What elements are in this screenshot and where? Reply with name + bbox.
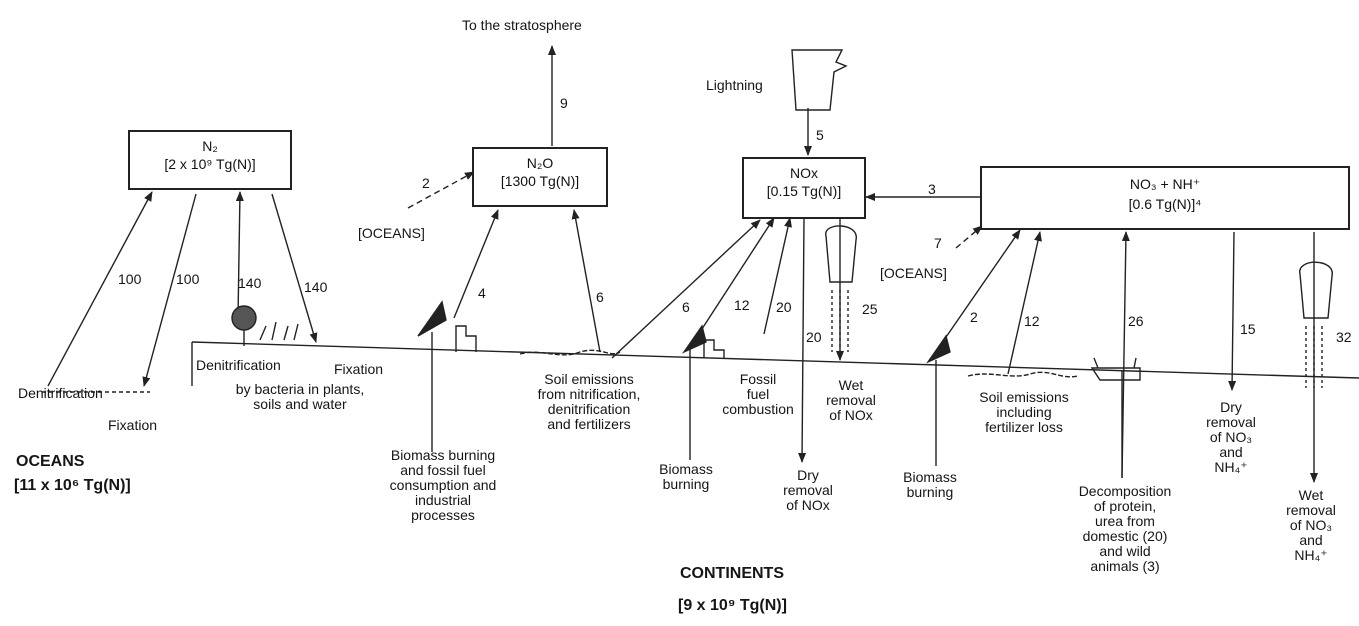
- grass-icon: [260, 322, 298, 340]
- denitrification-land-label: Denitrification: [196, 358, 281, 373]
- arrow-biomass-to-no3: [944, 230, 1020, 340]
- biomass-burning-label-1: Biomass burning: [646, 462, 726, 492]
- n2-reservoir-box: N₂ [2 x 10⁹ Tg(N)]: [128, 130, 292, 190]
- flux-no3-decomp: 26: [1128, 314, 1144, 329]
- lightning-cloud: [792, 50, 846, 110]
- rain-cloud-no3: [1300, 262, 1333, 318]
- flux-oceans-n2o: 2: [422, 176, 430, 191]
- nox-reservoir-box: NOx [0.15 Tg(N)]: [742, 157, 866, 219]
- continents-amount: [9 x 10⁹ Tg(N)]: [678, 596, 787, 616]
- no3-reservoir-box: NO₃ + NH⁺ [0.6 Tg(N)]⁴: [980, 166, 1350, 230]
- flux-no3-dry: 15: [1240, 322, 1256, 337]
- arrow-land-denit-to-n2: [238, 192, 240, 318]
- fixation-ocean-label: Fixation: [108, 418, 157, 433]
- arrow-ocean-denit-to-n2: [48, 192, 152, 386]
- soil-emissions-fert-label: Soil emissions including fertilizer loss: [954, 390, 1094, 435]
- flux-n2o-soil: 6: [596, 290, 604, 305]
- arrow-oceans-to-n2o: [408, 172, 474, 208]
- to-stratosphere-label: To the stratosphere: [462, 18, 582, 33]
- animal-icon: [1092, 358, 1140, 380]
- arrow-biomass-to-nox: [700, 218, 774, 332]
- arrow-nox-to-dry: [802, 218, 804, 462]
- biomass-burning-label-2: Biomass burning: [890, 470, 970, 500]
- fixation-land-label: Fixation: [334, 362, 383, 377]
- flux-n2-ocean-denit: 100: [118, 272, 141, 287]
- soil-emissions-n2o-label: Soil emissions from nitrification, denit…: [514, 372, 664, 432]
- rain-cloud-nox: [826, 226, 857, 282]
- no3-amount: [0.6 Tg(N)]⁴: [982, 196, 1348, 212]
- flux-lightning: 5: [816, 128, 824, 143]
- fossil-fuel-label: Fossil fuel combustion: [716, 372, 800, 417]
- arrow-soil-to-nox: [612, 220, 760, 358]
- flux-no3-biomass: 2: [970, 310, 978, 325]
- nox-amount: [0.15 Tg(N)]: [744, 183, 864, 199]
- flux-nox-soil: 6: [682, 300, 690, 315]
- oceans-bracket-left: [OCEANS]: [358, 226, 425, 241]
- wet-removal-nox-label: Wet removal of NOx: [816, 378, 886, 423]
- lightning-label: Lightning: [706, 78, 763, 93]
- arrow-soil-to-n2o: [574, 210, 600, 352]
- flux-nox-fossil: 20: [776, 300, 792, 315]
- tree-crown: [232, 306, 256, 330]
- decomposition-label: Decomposition of protein, urea from dome…: [1060, 484, 1190, 574]
- arrow-fossil-to-nox: [764, 218, 790, 334]
- dry-removal-nox-label: Dry removal of NOx: [766, 468, 850, 513]
- arrow-oceans-to-no3: [956, 226, 982, 248]
- flux-oceans-no3: 7: [934, 236, 942, 251]
- flux-nox-wet: 25: [862, 302, 878, 317]
- wet-removal-no3-label: Wet removal of NO₃ and NH₄⁺: [1276, 488, 1346, 563]
- continents-title: CONTINENTS: [680, 564, 784, 584]
- flux-no3-wet: 32: [1336, 330, 1352, 345]
- fire-icon-2: [684, 326, 706, 352]
- flux-no3-nox: 3: [928, 182, 936, 197]
- flux-no3-soil: 12: [1024, 314, 1040, 329]
- dry-removal-no3-label: Dry removal of NO₃ and NH₄⁺: [1196, 400, 1266, 475]
- by-bacteria-label: by bacteria in plants, soils and water: [212, 382, 388, 412]
- oceans-bracket-right: [OCEANS]: [880, 266, 947, 281]
- fire-icon-1: [418, 302, 446, 336]
- n2o-name: N₂O: [474, 155, 606, 171]
- factory-icon-2: [704, 340, 724, 358]
- n2-name: N₂: [130, 138, 290, 154]
- denitrification-ocean-label: Denitrification: [18, 386, 103, 401]
- flux-n2o-biomass: 4: [478, 286, 486, 301]
- n2-amount: [2 x 10⁹ Tg(N)]: [130, 156, 290, 172]
- n2o-amount: [1300 Tg(N)]: [474, 173, 606, 189]
- flux-n2o-strat: 9: [560, 96, 568, 111]
- oceans-title: OCEANS: [16, 452, 84, 472]
- arrow-n2-to-ocean-fix: [144, 194, 196, 386]
- nox-name: NOx: [744, 165, 864, 181]
- factory-icon-1: [456, 326, 476, 352]
- fire-icon-3: [928, 336, 950, 362]
- flux-n2-land-denit: 140: [238, 276, 261, 291]
- flux-nox-biomass: 12: [734, 298, 750, 313]
- arrow-no3-to-dry: [1232, 232, 1234, 390]
- oceans-amount: [11 x 10⁶ Tg(N)]: [14, 476, 131, 496]
- arrow-soil-to-no3: [1008, 232, 1040, 374]
- arrow-n2-to-land-fix: [272, 194, 316, 342]
- soil-texture-2: [968, 372, 1078, 377]
- no3-name: NO₃ + NH⁺: [982, 176, 1348, 192]
- flux-nox-dry: 20: [806, 330, 822, 345]
- arrow-biomass-to-n2o: [454, 210, 498, 318]
- biomass-fossil-label: Biomass burning and fossil fuel consumpt…: [368, 448, 518, 523]
- n2o-reservoir-box: N₂O [1300 Tg(N)]: [472, 147, 608, 207]
- flux-n2-ocean-fix: 100: [176, 272, 199, 287]
- flux-n2-land-fix: 140: [304, 280, 327, 295]
